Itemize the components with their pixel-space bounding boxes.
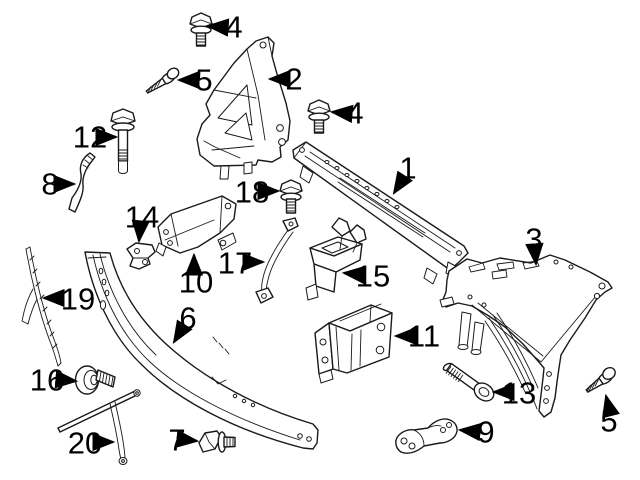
- part-14-small-bracket: [126, 242, 156, 270]
- callout-1: 1: [392, 151, 417, 195]
- callout-17: 17: [218, 246, 266, 281]
- part-details: [189, 19, 213, 46]
- callout-number: 17: [218, 246, 252, 281]
- part-13-long-bolt: [442, 362, 495, 402]
- callout-number: 11: [408, 319, 440, 354]
- callout-number: 9: [477, 415, 494, 450]
- part-3-apron-bracket: [439, 254, 613, 418]
- callout-5-right: 5: [600, 393, 620, 439]
- part-details: [148, 79, 162, 93]
- part-details: [279, 186, 303, 212]
- part-details: [203, 36, 273, 159]
- part-16-washer-screw: [74, 365, 116, 395]
- callout-8: 8: [41, 167, 77, 202]
- callout-number: 4: [225, 10, 242, 45]
- part-17-brace-rod: [255, 217, 299, 304]
- callout-18: 18: [235, 175, 281, 210]
- callout-number: 5: [600, 404, 617, 439]
- callout-9: 9: [457, 415, 495, 450]
- callout-10: 10: [179, 252, 213, 300]
- part-8-clip-bracket: [68, 152, 96, 213]
- part-10-bracket: [155, 195, 237, 257]
- callout-12: 12: [73, 120, 119, 155]
- part-15-bracket: [305, 217, 367, 301]
- callout-number: 15: [356, 259, 390, 294]
- callout-19: 19: [41, 282, 95, 317]
- callout-number: 10: [179, 265, 213, 300]
- part-20-rod: [57, 389, 141, 465]
- callout-14: 14: [125, 200, 159, 244]
- part-5-screw-top: [145, 67, 180, 94]
- part-11-crash-box: [314, 303, 393, 384]
- callout-11: 11: [393, 319, 440, 354]
- callout-7: 7: [168, 423, 200, 458]
- callout-number: 8: [41, 167, 58, 202]
- part-holes: [98, 267, 312, 442]
- callout-number: 13: [502, 376, 536, 411]
- part-1-upper-tie-bar: [292, 141, 469, 285]
- part-9-support-bracket: [395, 418, 458, 454]
- callout-arrow: [329, 104, 354, 124]
- part-2-mount-bracket: [196, 36, 291, 180]
- callout-number: 7: [168, 423, 185, 458]
- callout-15: 15: [341, 259, 390, 294]
- callout-number: 2: [285, 62, 302, 97]
- part-7-bolt: [198, 430, 236, 453]
- callout-arrow: [172, 319, 193, 344]
- callout-6: 6: [172, 301, 197, 344]
- callout-20: 20: [68, 426, 116, 461]
- part-18-bolt: [279, 179, 303, 214]
- callout-13: 13: [491, 376, 536, 411]
- callout-arrow: [54, 370, 79, 389]
- callout-number: 18: [235, 175, 269, 210]
- callout-5-top: 5: [176, 63, 213, 98]
- callout-number: 20: [68, 426, 102, 461]
- part-details: [164, 195, 223, 247]
- callout-4-mid: 4: [329, 96, 364, 131]
- callout-number: 3: [525, 222, 542, 257]
- callout-number: 1: [399, 151, 416, 186]
- part-5-screw-right: [585, 366, 616, 393]
- callout-2: 2: [267, 62, 303, 97]
- callout-arrow: [457, 422, 482, 442]
- callout-number: 19: [61, 282, 95, 317]
- callout-number: 12: [73, 120, 107, 155]
- part-details: [293, 141, 456, 253]
- callout-number: 5: [195, 63, 212, 98]
- callout-4-top: 4: [205, 10, 243, 45]
- part-details: [99, 371, 114, 387]
- callout-arrow: [392, 170, 413, 195]
- part-4-bolt-top: [189, 12, 213, 47]
- callout-number: 16: [30, 363, 64, 398]
- part-4-bolt-mid: [307, 99, 331, 134]
- part-details: [82, 155, 94, 169]
- callout-number: 6: [179, 301, 196, 336]
- callout-3: 3: [525, 222, 544, 267]
- callout-arrow: [341, 265, 366, 285]
- callout-number: 4: [346, 96, 363, 131]
- callout-arrow: [602, 393, 620, 419]
- callout-arrow: [205, 18, 230, 37]
- part-holes: [299, 147, 462, 256]
- part-6-bumper-reinforcement: [84, 251, 319, 450]
- part-details: [335, 303, 382, 371]
- part-details: [587, 379, 599, 392]
- part-details: [204, 432, 234, 450]
- callout-arrow: [175, 429, 200, 448]
- part-19-seal-strip: [21, 246, 62, 367]
- part-12-long-bolt: [110, 108, 136, 174]
- callout-number: 14: [125, 200, 159, 235]
- callout-16: 16: [30, 363, 79, 398]
- part-details: [445, 366, 464, 383]
- callout-arrow: [525, 242, 544, 267]
- part-details: [87, 253, 301, 441]
- part-holes: [467, 259, 606, 404]
- callout-arrow: [131, 219, 150, 244]
- part-details: [339, 235, 358, 253]
- part-details: [307, 106, 331, 133]
